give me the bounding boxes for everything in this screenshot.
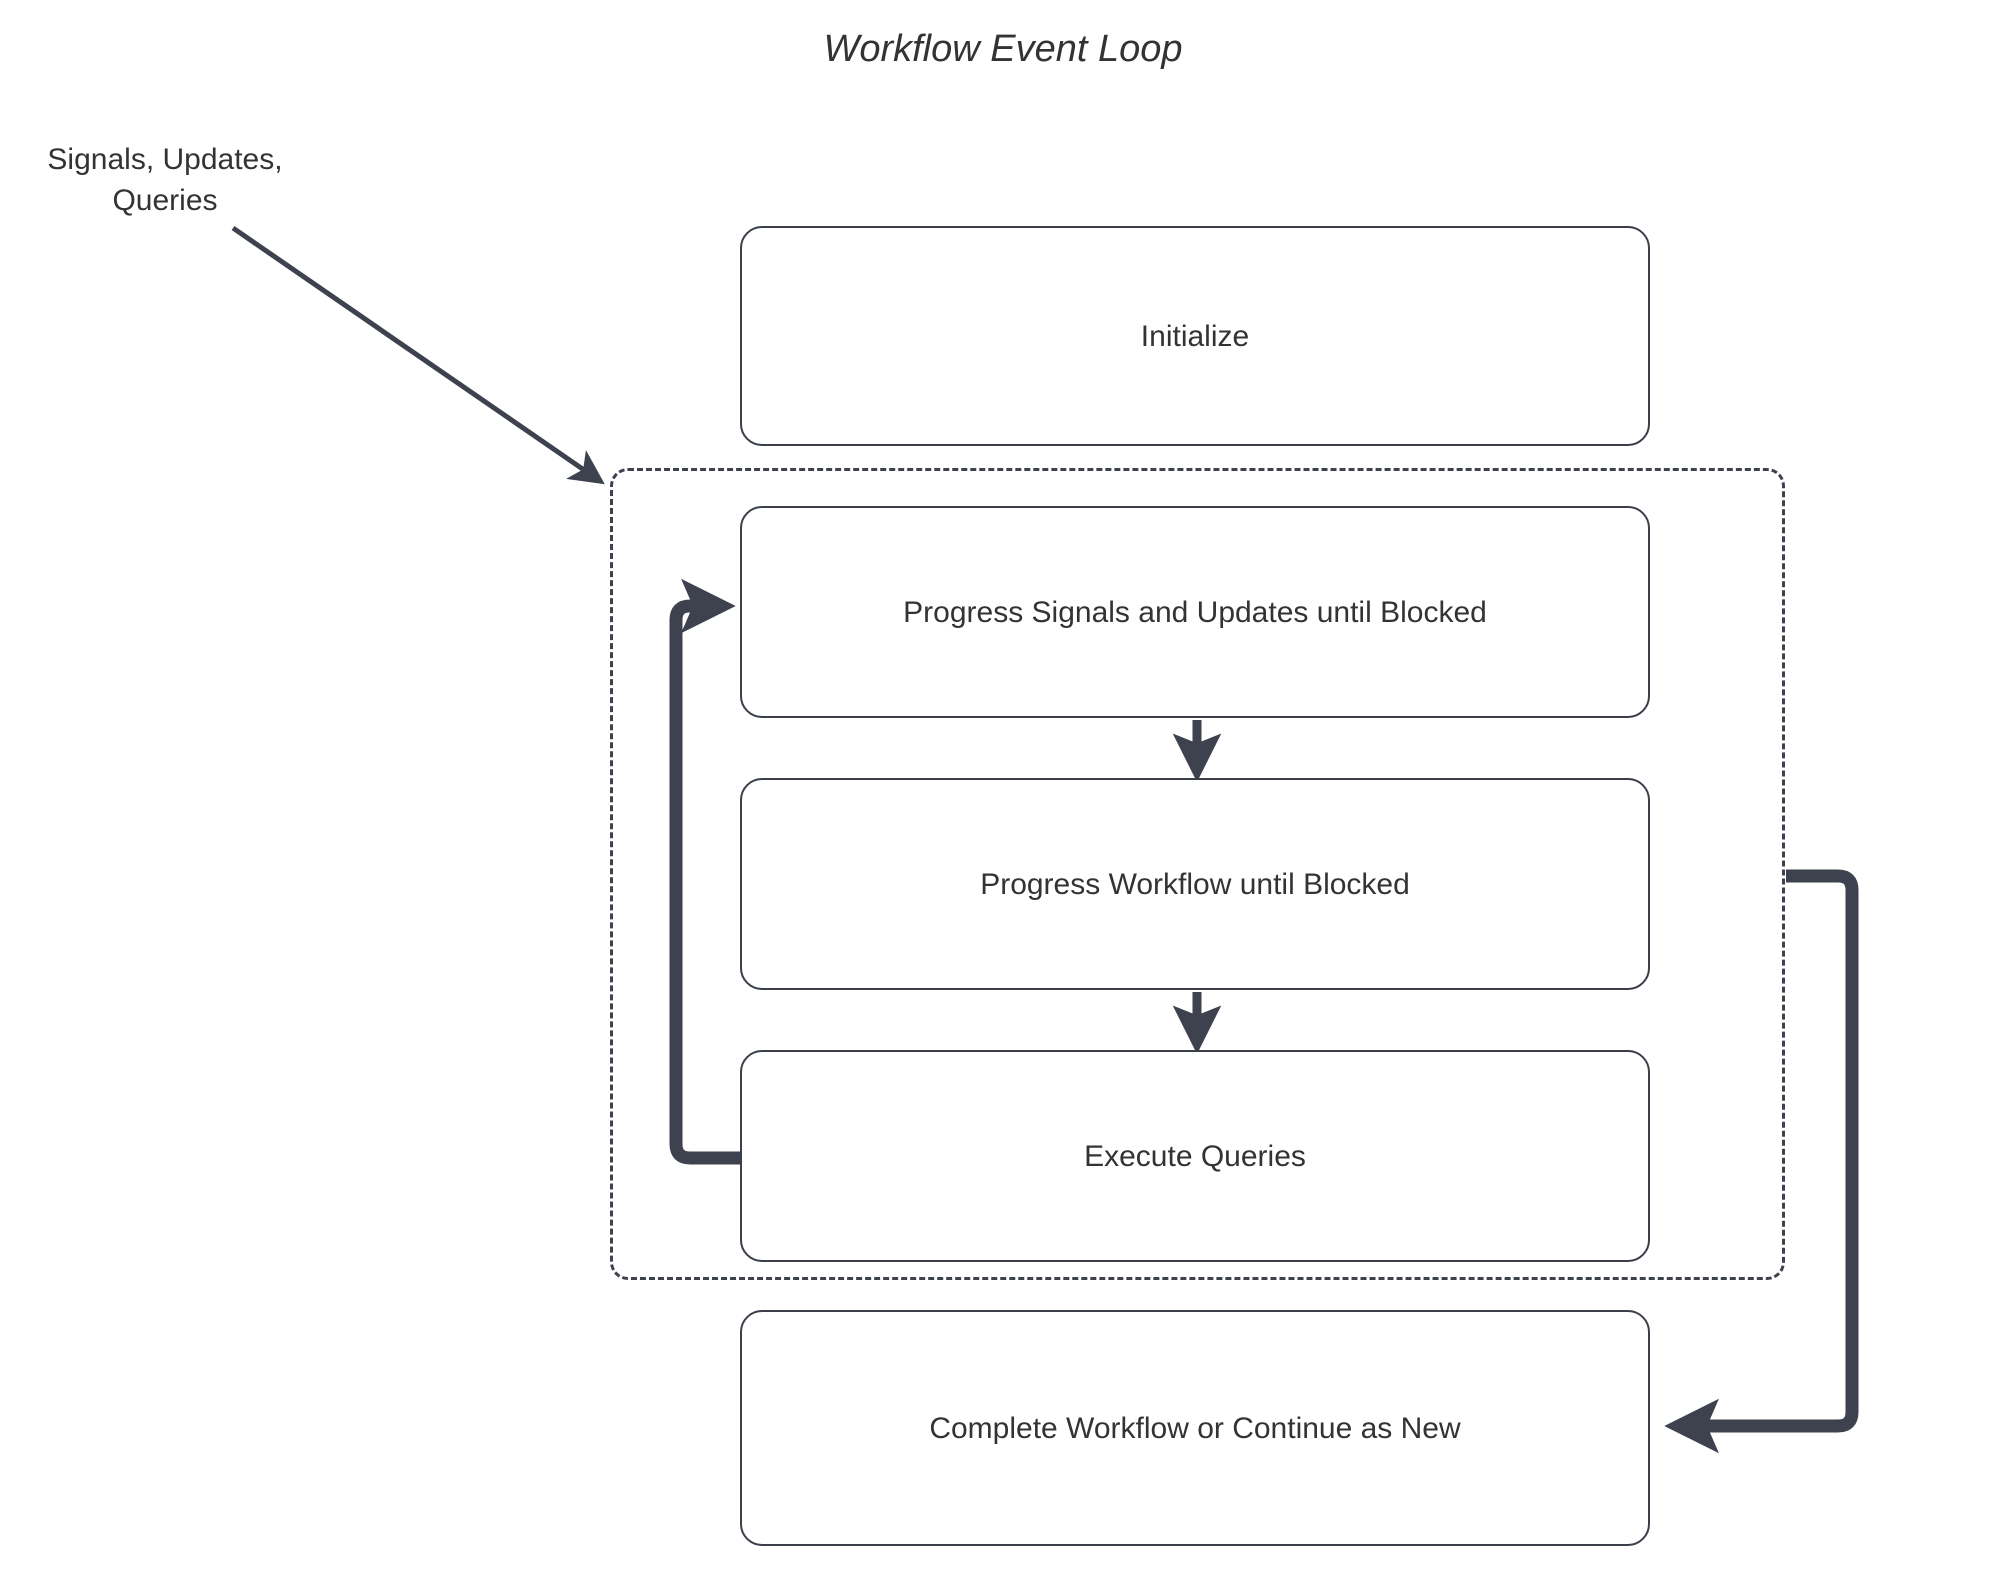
external-input-label: Signals, Updates, Queries: [47, 143, 283, 217]
node-progress-signals-and-updates[interactable]: Progress Signals and Updates until Block…: [740, 506, 1650, 718]
node-progress-signals-and-updates-label: Progress Signals and Updates until Block…: [903, 595, 1487, 629]
node-progress-workflow-label: Progress Workflow until Blocked: [980, 867, 1410, 901]
node-complete-workflow-label: Complete Workflow or Continue as New: [929, 1411, 1461, 1445]
node-progress-workflow[interactable]: Progress Workflow until Blocked: [740, 778, 1650, 990]
node-execute-queries[interactable]: Execute Queries: [740, 1050, 1650, 1262]
node-complete-workflow[interactable]: Complete Workflow or Continue as New: [740, 1310, 1650, 1546]
node-initialize-label: Initialize: [1140, 319, 1250, 353]
node-initialize[interactable]: Initialize: [740, 226, 1650, 446]
node-execute-queries-label: Execute Queries: [1084, 1139, 1306, 1173]
page-title: Workflow Event Loop: [823, 28, 1183, 70]
edge-external-to-loop: [231, 225, 605, 485]
